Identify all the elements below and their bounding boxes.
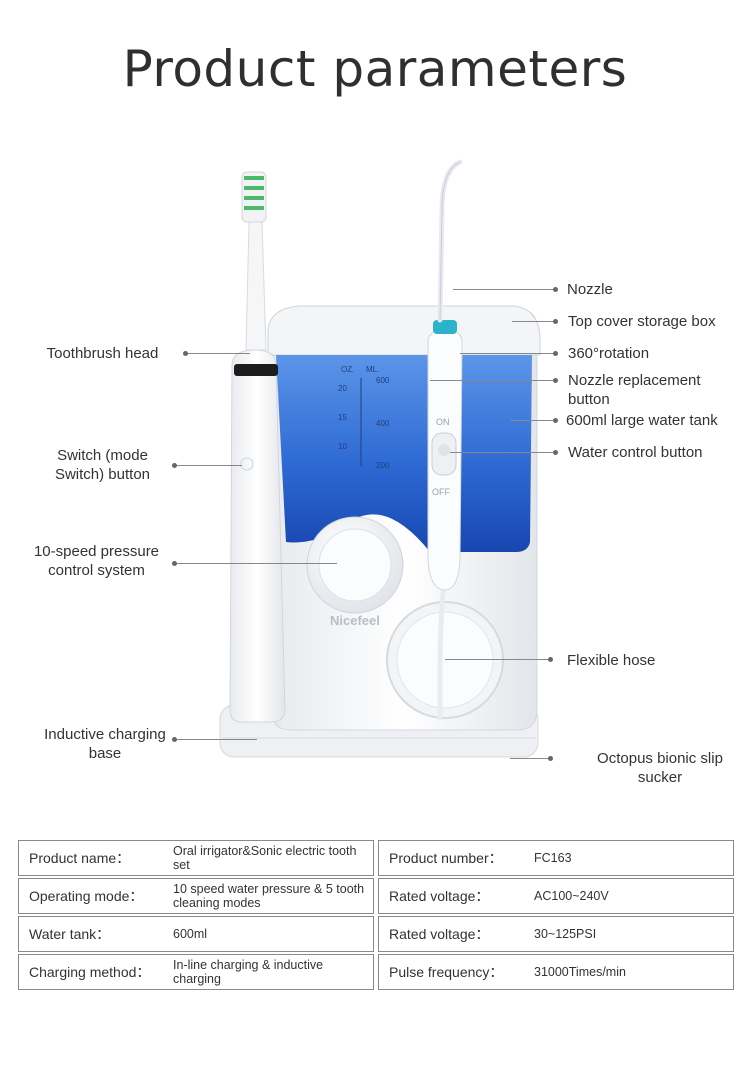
- spec-key: Product name：: [29, 850, 131, 866]
- hose-dot: [548, 657, 553, 662]
- toothbrush-head-leader: [188, 353, 250, 354]
- spec-row: Pulse frequency： 31000Times/min: [378, 954, 734, 990]
- charging-base-leader: [177, 739, 257, 740]
- brand-logo: Nicefeel: [330, 613, 380, 628]
- water-control-leader: [450, 452, 553, 453]
- toothbrush-head-dot: [183, 351, 188, 356]
- hose-label: Flexible hose: [567, 652, 656, 669]
- scale-ml-mark: 400: [376, 419, 390, 428]
- spec-key: Rated voltage：: [389, 888, 490, 904]
- spec-key: Charging method：: [29, 964, 151, 980]
- switch-on-label: ON: [436, 417, 450, 427]
- spec-value: Oral irrigator&Sonic electric tooth set: [173, 844, 357, 872]
- charging-base-label: Inductive charging base: [44, 726, 166, 762]
- spec-key: Product number：: [389, 850, 503, 866]
- scale-ml-mark: 200: [376, 461, 390, 470]
- tank-dot: [553, 418, 558, 423]
- rotation-dot: [553, 351, 558, 356]
- sucker-leader: [510, 758, 548, 759]
- spec-row: Rated voltage： AC100~240V: [378, 878, 734, 914]
- nozzle-button-leader: [430, 380, 553, 381]
- product-illustration: OZ. ML. 20 15 10 600 400 200 Nicefeel ON…: [0, 150, 750, 790]
- top-cover-leader: [512, 321, 553, 322]
- scale-ml-mark: 600: [376, 376, 390, 385]
- spec-key: Rated voltage：: [389, 926, 490, 942]
- nozzle-button-dot: [553, 378, 558, 383]
- sucker-label: Octopus bionic slip sucker: [597, 750, 723, 786]
- spec-key: Pulse frequency：: [389, 964, 504, 980]
- spec-row: Product name： Oral irrigator&Sonic elect…: [18, 840, 374, 876]
- tank-leader: [510, 420, 553, 421]
- spec-value: 10 speed water pressure & 5 tooth cleani…: [173, 882, 365, 910]
- charging-base-dot: [172, 737, 177, 742]
- scale-oz-mark: 20: [338, 384, 347, 393]
- nozzle-label: Nozzle: [567, 281, 613, 298]
- spec-row: Rated voltage： 30~125PSI: [378, 916, 734, 952]
- toothbrush-head-label: Toothbrush head: [46, 345, 159, 362]
- scale-oz-mark: 15: [338, 413, 347, 422]
- scale-ml-header: ML.: [366, 365, 379, 374]
- rotation-leader: [460, 353, 553, 354]
- hose-leader: [445, 659, 548, 660]
- spec-value: AC100~240V: [534, 889, 609, 903]
- spec-row: Operating mode： 10 speed water pressure …: [18, 878, 374, 914]
- page-title: Product parameters: [122, 40, 628, 98]
- spec-row: Water tank： 600ml: [18, 916, 374, 952]
- spec-row: Charging method： In-line charging & indu…: [18, 954, 374, 990]
- pressure-leader: [177, 563, 337, 564]
- scale-oz-header: OZ.: [341, 365, 354, 374]
- pressure-label: 10-speed pressure control system: [33, 543, 160, 579]
- water-control-label: Water control button: [568, 444, 703, 461]
- switch-off-label: OFF: [432, 487, 450, 497]
- nozzle-button-label: Nozzle replacement button: [568, 372, 701, 408]
- spec-value: 600ml: [173, 927, 208, 941]
- spec-row: Product number： FC163: [378, 840, 734, 876]
- tank-label: 600ml large water tank: [566, 412, 718, 429]
- water-control-dot: [553, 450, 558, 455]
- switch-button-label: Switch (mode Switch) button: [54, 447, 151, 483]
- water-flosser-image: OZ. ML. 20 15 10 600 400 200 Nicefeel ON…: [219, 159, 541, 758]
- switch-button-dot: [172, 463, 177, 468]
- nozzle-leader: [453, 289, 553, 290]
- spec-value: In-line charging & inductive charging: [173, 958, 324, 986]
- nozzle-dot: [553, 287, 558, 292]
- spec-key: Water tank：: [29, 926, 111, 942]
- spec-value: 31000Times/min: [534, 965, 626, 979]
- scale-oz-mark: 10: [338, 442, 347, 451]
- spec-value: 30~125PSI: [534, 927, 597, 941]
- sucker-dot: [548, 756, 553, 761]
- spec-value: FC163: [534, 851, 572, 865]
- spec-key: Operating mode：: [29, 888, 144, 904]
- rotation-label: 360°rotation: [568, 345, 650, 362]
- pressure-dot: [172, 561, 177, 566]
- top-cover-label: Top cover storage box: [568, 313, 716, 330]
- switch-button-leader: [177, 465, 242, 466]
- top-cover-dot: [553, 319, 558, 324]
